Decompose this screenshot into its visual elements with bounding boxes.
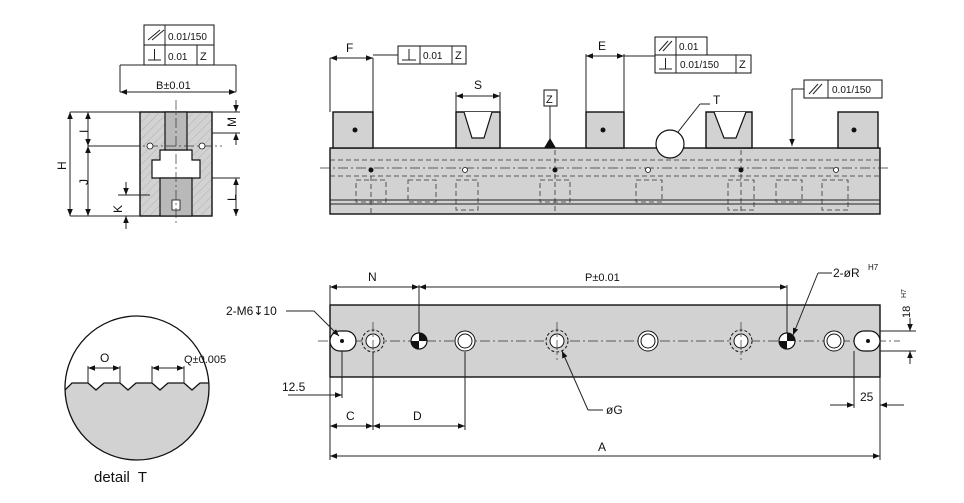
front-tol-f-value: 0.01 [423, 51, 443, 62]
dim-b: B±0.01 [156, 80, 191, 92]
parallel-icon [658, 40, 669, 52]
dim-25: 25 [860, 390, 874, 404]
top-view: N P±0.01 2-øR H7 18 H7 2-M6↧10 12.5 25 [226, 263, 916, 460]
dim-e: E [598, 39, 606, 53]
top-holes [361, 322, 845, 360]
dim-k: K [111, 205, 125, 213]
dim-q: Q±0.005 [184, 354, 226, 366]
detail-callout-t: T [713, 93, 721, 107]
parallel-icon [808, 83, 819, 95]
parallel-icon [147, 29, 161, 41]
end-tol-perp: 0.01 [168, 52, 188, 63]
end-view: 0.01/150 0.01 Z B±0.01 [55, 24, 240, 229]
front-tol-frame-f: 0.01 Z [373, 45, 467, 65]
front-tol-right-value: 0.01/150 [832, 85, 871, 96]
dim-f: F [346, 41, 353, 55]
front-end-block-right [837, 111, 879, 149]
dim-h: H [55, 161, 69, 170]
dim-g: øG [606, 403, 623, 417]
dim-l: L [225, 194, 239, 201]
dim-s: S [474, 78, 482, 92]
dim-j: J [77, 179, 91, 185]
dim-m: M [225, 117, 239, 127]
front-tol-f-datum: Z [455, 50, 462, 62]
dim-a: A [598, 440, 606, 454]
dim-18-sup: H7 [901, 289, 908, 298]
detail-caption: detail T [94, 469, 147, 486]
dim-12-5: 12.5 [282, 380, 306, 394]
dim-18: 18 [901, 306, 913, 318]
label-thread: 2-M6↧10 [226, 304, 277, 318]
label-pins-sup: H7 [868, 263, 879, 272]
end-tol-parallel: 0.01/150 [168, 32, 207, 43]
front-tol-frame-right: 0.01/150 [789, 79, 883, 146]
front-datum-z: Z [546, 94, 553, 106]
front-hidden-slots [355, 150, 849, 214]
dim-c: C [346, 409, 355, 423]
front-tol-frame-e: 0.01 0.01/150 Z [624, 36, 752, 74]
dim-i: I [77, 130, 91, 133]
front-tol-e-parallel: 0.01 [679, 42, 699, 53]
end-datum-ref: Z [200, 51, 207, 63]
front-tol-e-perp: 0.01/150 [680, 60, 719, 71]
dim-o: O [100, 351, 109, 365]
front-view: T Z F 0.01 Z S E [320, 36, 890, 215]
front-tol-e-datum: Z [739, 59, 746, 71]
end-view-tolerance-frame: 0.01/150 0.01 Z [119, 24, 237, 92]
front-view-rail [329, 147, 881, 215]
dim-d: D [413, 409, 422, 423]
dim-p: P±0.01 [585, 272, 620, 284]
detail-t: O Q±0.005 detail T [64, 315, 226, 486]
detail-circle [64, 315, 210, 461]
label-pins: 2-øR [833, 266, 860, 280]
front-workpiece-circle [655, 129, 685, 159]
dim-n: N [368, 270, 377, 284]
